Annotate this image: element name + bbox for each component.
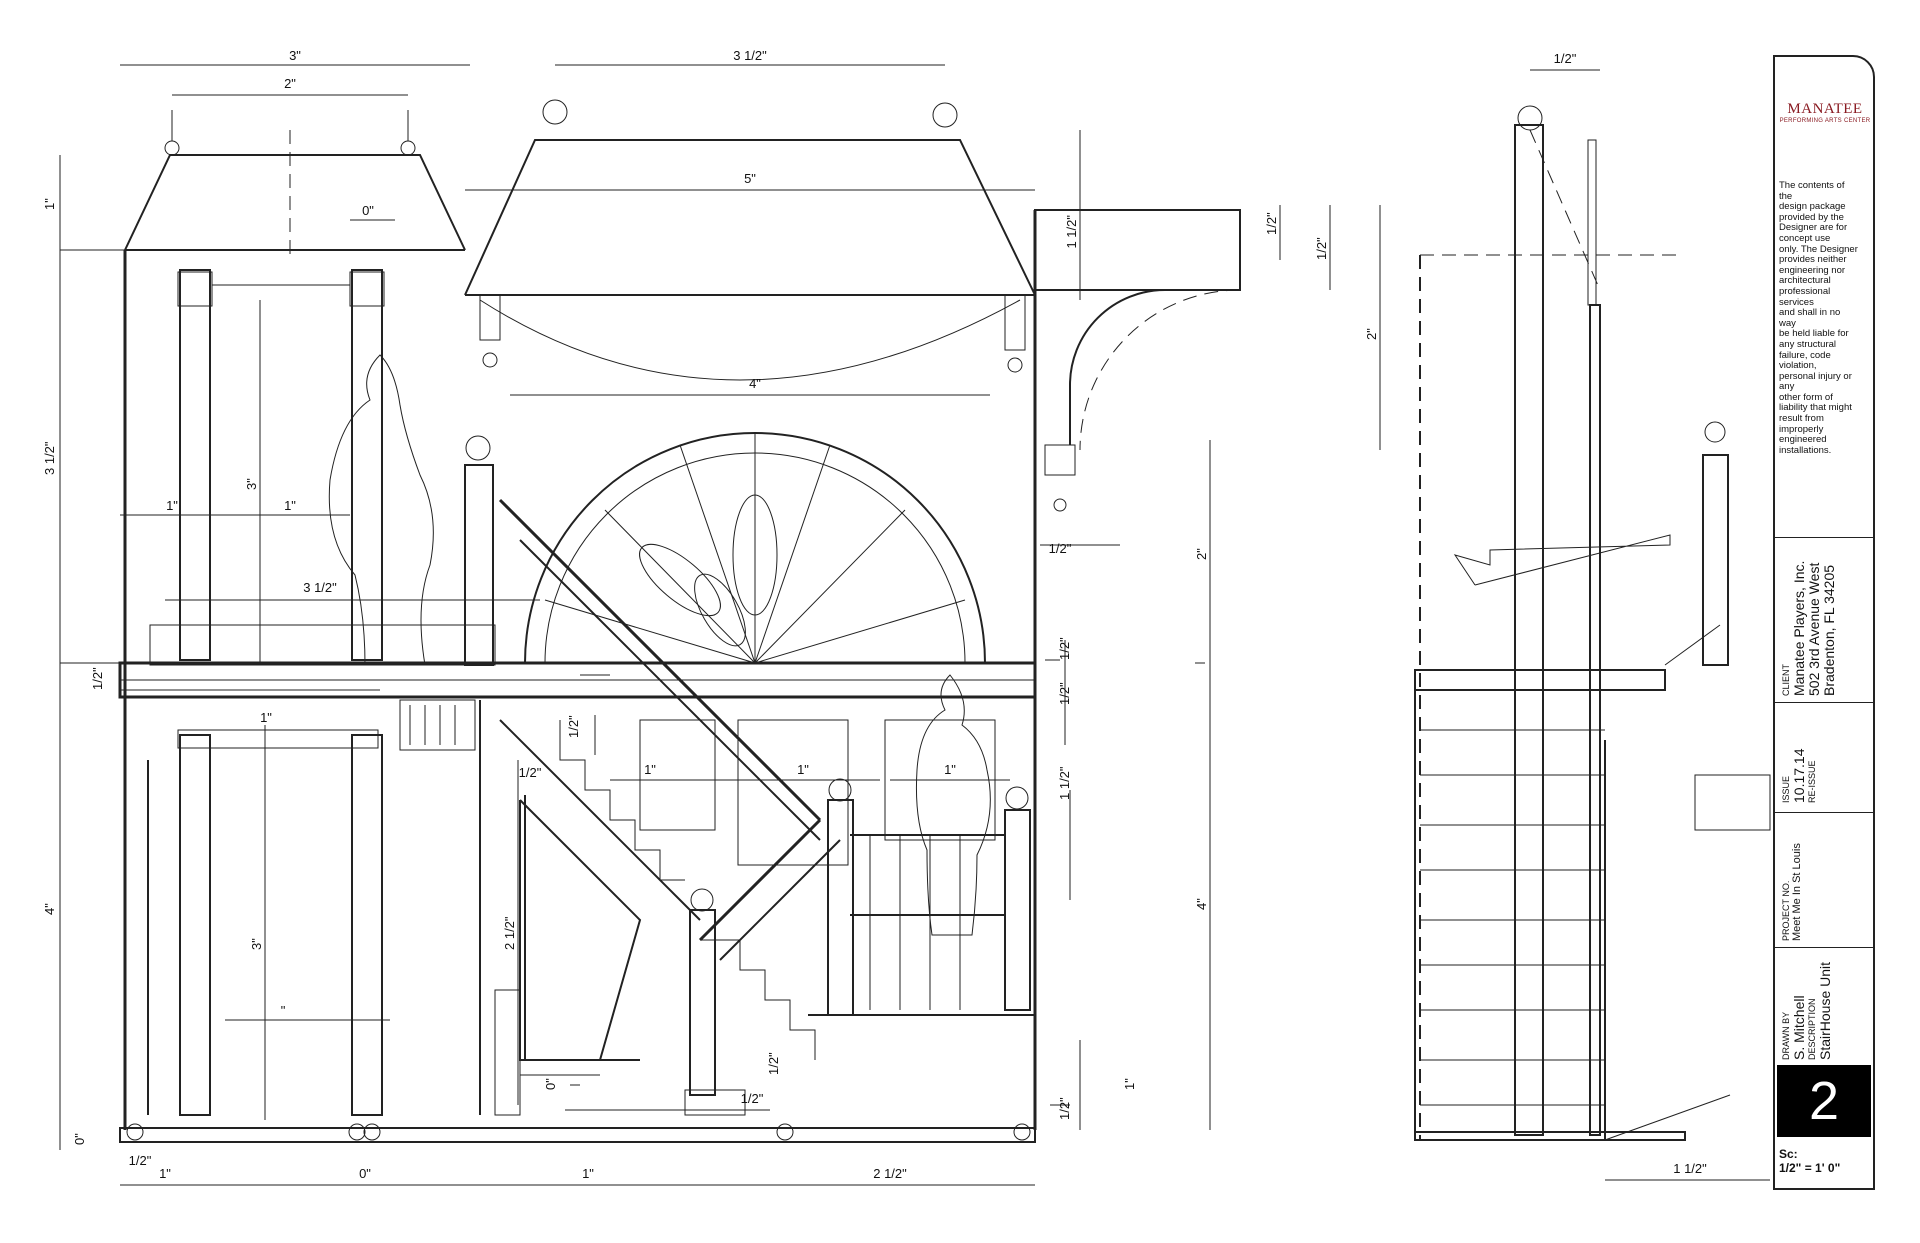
client-line-2: 502 3rd Avenue West — [1806, 562, 1822, 696]
dimension-lines — [59, 64, 1770, 1186]
dim-4in-right-lower: 4" — [1194, 898, 1209, 910]
dim-1in-bottom-right: 1" — [1122, 1078, 1137, 1090]
issue-date: 10.17.14 — [1791, 748, 1807, 804]
dim-1in-left: 1" — [166, 498, 178, 513]
dim-1-2in-step: 1/2" — [766, 1052, 781, 1075]
dim-1in-bottom: 1" — [582, 1166, 594, 1181]
dim-1-2in-bracket-b: 1/2" — [1314, 237, 1329, 260]
manatee-logo: MANATEE PERFORMING ARTS CENTER — [1779, 101, 1871, 124]
scale-value: 1/2" = 1' 0" — [1779, 1161, 1841, 1175]
dimension-labels: 3" 2" 3 1/2" 5" 1/2" 1 1/2" 1/2" 1/2" 2"… — [42, 48, 1707, 1181]
side-section-view — [1414, 105, 1771, 1141]
dim-4in-lower-left: 4" — [42, 903, 57, 915]
dim-1-2in-bottom-right: 1/2" — [1057, 1097, 1072, 1120]
dim-2in: 2" — [284, 76, 296, 91]
balcony-bracket — [1034, 209, 1241, 512]
drawn-by-cell: DRAWN BY S. Mitchell DESCRIPTION StairHo… — [1775, 947, 1873, 1066]
left-house-elevation — [118, 110, 1037, 1143]
dim-4in-arch: 4" — [749, 376, 761, 391]
client-line-3: Bradenton, FL 34205 — [1821, 564, 1837, 696]
center-stair-elevation — [126, 99, 1037, 1141]
drawn-by-name: S. Mitchell — [1791, 995, 1807, 1060]
dim-0in-top: 0" — [362, 203, 374, 218]
dim-1-2in-bracket-a: 1/2" — [1264, 212, 1279, 235]
dim-1-2in-top-right: 1/2" — [1554, 51, 1577, 66]
dim-3-1-2in: 3 1/2" — [733, 48, 767, 63]
logo-name: MANATEE — [1787, 101, 1863, 117]
dim-1in-roof: 1" — [42, 198, 57, 210]
logo-tagline: PERFORMING ARTS CENTER — [1779, 118, 1871, 124]
dim-0in-closet: 0" — [543, 1078, 558, 1090]
client-cell: CLIENT Manatee Players, Inc. 502 3rd Ave… — [1775, 537, 1873, 703]
client-line-1: Manatee Players, Inc. — [1791, 560, 1807, 696]
project-cell: PROJECT NO. Meet Me In St Louis — [1775, 812, 1873, 948]
dim-3in: 3" — [289, 48, 301, 63]
dim-inch-mark: " — [281, 1003, 286, 1018]
disclaimer-text: The contents of the design package provi… — [1779, 180, 1858, 456]
dim-3-1-2in-mid: 3 1/2" — [303, 580, 337, 595]
dim-3in-lower: 3" — [249, 938, 264, 950]
dim-1-2in-corner: 1/2" — [129, 1153, 152, 1168]
dim-1-2in-stair-a: 1/2" — [566, 715, 581, 738]
issue-note: RE-ISSUE — [1807, 760, 1817, 803]
dim-1-2in-slab-left: 1/2" — [90, 667, 105, 690]
dim-2in-bracket: 2" — [1364, 328, 1379, 340]
dim-2-1-2in-bottom: 2 1/2" — [873, 1166, 907, 1181]
dim-1-2in-stair-b: 1/2" — [519, 765, 542, 780]
project-name: Meet Me In St Louis — [1791, 843, 1803, 941]
dim-1-1-2in-bracket: 1 1/2" — [1064, 215, 1079, 249]
dim-1in-window-a: 1" — [644, 762, 656, 777]
dim-1-2in-base: 1/2" — [741, 1091, 764, 1106]
dim-0in-corner: 0" — [72, 1133, 87, 1145]
dim-1-2in-bracket-base: 1/2" — [1049, 541, 1072, 556]
title-block: MANATEE PERFORMING ARTS CENTER The conte… — [1773, 55, 1875, 1190]
dim-3-1-2in-upper: 3 1/2" — [42, 441, 57, 475]
dim-5in: 5" — [744, 171, 756, 186]
dim-1in-window-c: 1" — [944, 762, 956, 777]
dim-1in-mid: 1" — [284, 498, 296, 513]
scale-label: Sc: — [1779, 1147, 1798, 1161]
dim-0in-bottom: 0" — [359, 1166, 371, 1181]
dim-1-2in-right-a: 1/2" — [1057, 637, 1072, 660]
scale-note: Sc: 1/2" = 1' 0" — [1779, 1147, 1873, 1175]
dim-1in-bottom-left: 1" — [159, 1166, 171, 1181]
dim-1in-window-b: 1" — [797, 762, 809, 777]
description-value: StairHouse Unit — [1817, 961, 1833, 1060]
dim-1-1-2in-right: 1 1/2" — [1057, 766, 1072, 800]
sheet-number: 2 — [1777, 1065, 1871, 1137]
dim-1-2in-right-b: 1/2" — [1057, 682, 1072, 705]
dim-1in-lower: 1" — [260, 710, 272, 725]
dim-1-1-2in-side: 1 1/2" — [1673, 1161, 1707, 1176]
dim-2in-right-upper: 2" — [1194, 548, 1209, 560]
issue-cell: ISSUE 10.17.14 RE-ISSUE — [1775, 702, 1873, 813]
dim-2-1-2in: 2 1/2" — [502, 916, 517, 950]
dim-3in-upper: 3" — [244, 478, 259, 490]
